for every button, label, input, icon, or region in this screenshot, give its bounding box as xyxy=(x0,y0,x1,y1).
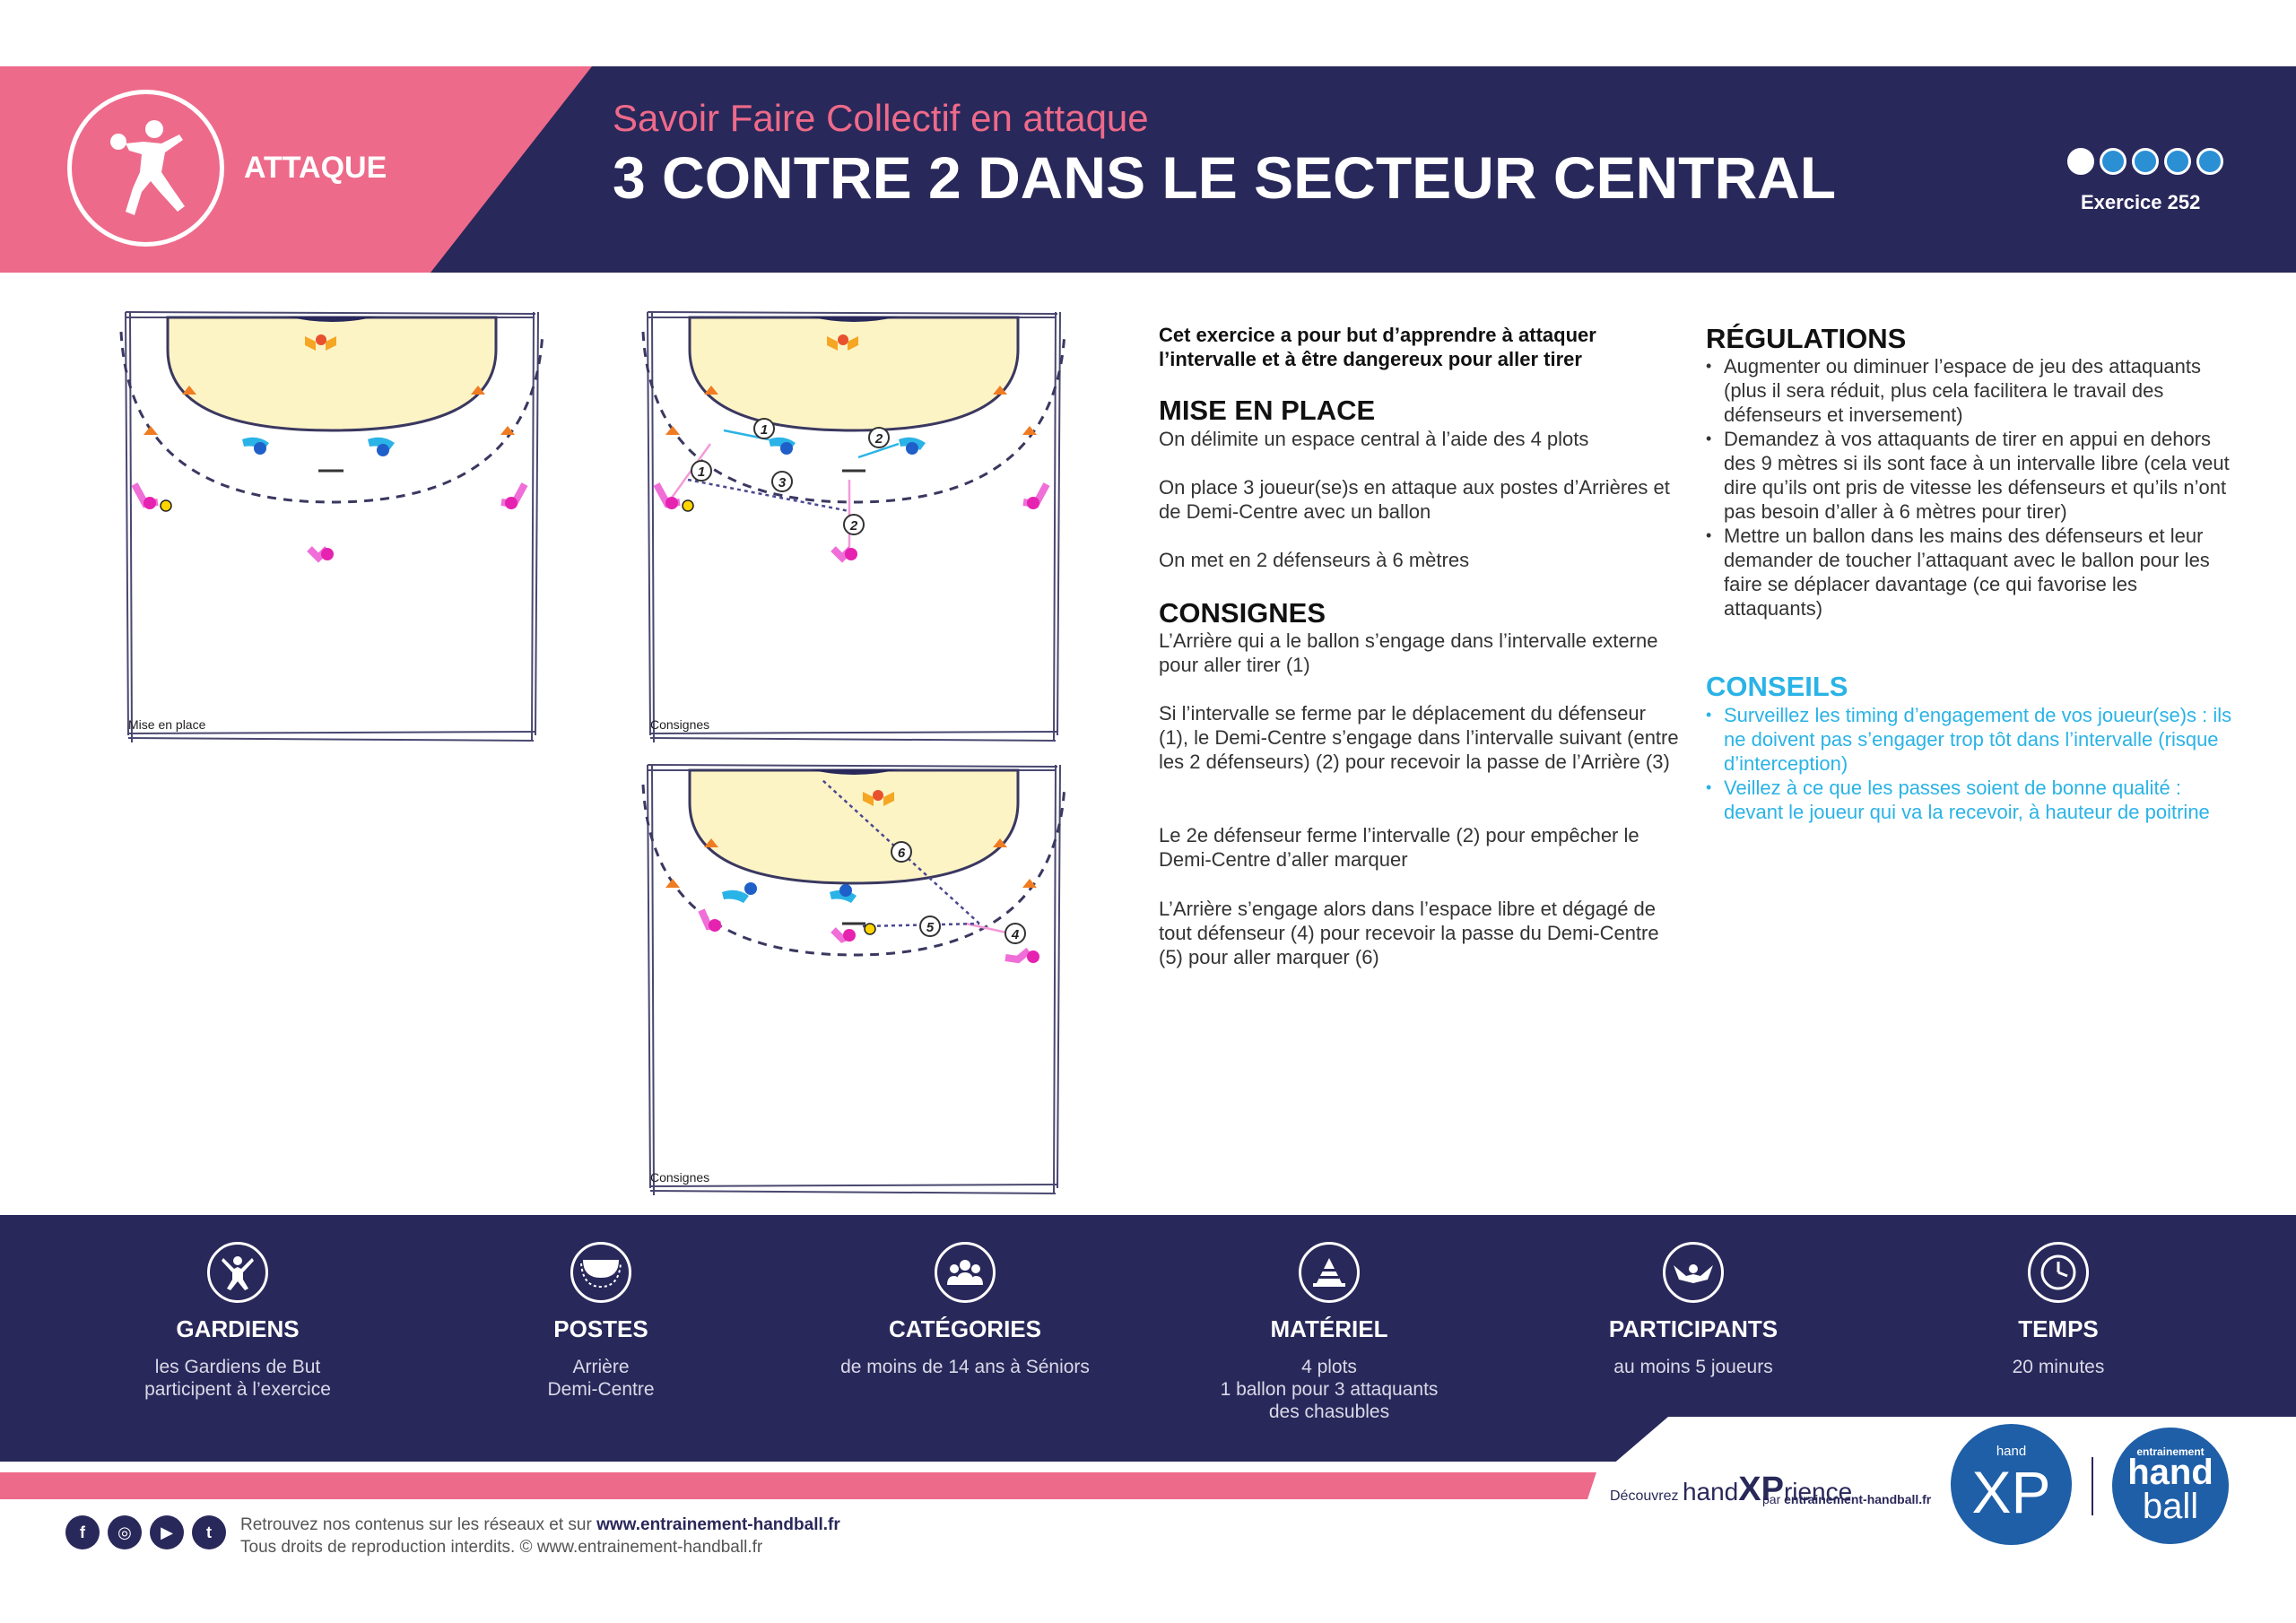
step-number: 2 xyxy=(849,518,858,534)
info-value: Arrière Demi-Centre xyxy=(547,1357,655,1400)
discover-text: Découvrez xyxy=(1610,1488,1679,1504)
brand-site: entrainement-handball.fr xyxy=(1784,1492,1932,1506)
exercise-number: Exercice 252 xyxy=(2081,191,2201,213)
entrainement-handball-logo[interactable]: entrainement hand ball xyxy=(2112,1428,2229,1544)
goalkeeper-icon xyxy=(207,1242,268,1303)
footer-copyright: Tous droits de reproduction interdits. ©… xyxy=(240,1538,763,1557)
step-number: 6 xyxy=(898,846,906,861)
difficulty-ball-icon xyxy=(2164,148,2191,175)
conseils-list: Surveillez les timing d’engagement de vo… xyxy=(1706,703,2235,824)
handball-player-icon xyxy=(67,90,224,247)
step-number: 2 xyxy=(874,431,883,447)
court-label: Consignes xyxy=(650,717,710,732)
facebook-icon[interactable]: f xyxy=(65,1515,100,1549)
difficulty-ball-icon xyxy=(2132,148,2159,175)
court-label: Mise en place xyxy=(128,717,206,732)
logo-xp-text: XP xyxy=(1971,1459,2051,1525)
players-icon xyxy=(1663,1242,1724,1303)
brand-hand: hand xyxy=(1682,1478,1739,1506)
info-value: les Gardiens de But participent à l’exer… xyxy=(144,1357,331,1400)
footer-social-prefix: Retrouvez nos contenus sur les réseaux e… xyxy=(240,1515,597,1534)
category-label: ATTAQUE xyxy=(244,151,387,185)
info-categories: CATÉGORIES de moins de 14 ans à Séniors xyxy=(813,1242,1118,1378)
info-title: TEMPS xyxy=(2018,1315,2099,1342)
consignes-item: L’Arrière s’engage alors dans l’espace l… xyxy=(1159,898,1659,968)
consignes-item: L’Arrière qui a le ballon s’engage dans … xyxy=(1159,629,1658,676)
conseils-title: CONSEILS xyxy=(1706,671,1848,702)
difficulty-ball-icon xyxy=(2067,148,2094,175)
logo-xp-small: hand xyxy=(1996,1444,2027,1459)
instagram-icon[interactable]: ◎ xyxy=(108,1515,142,1549)
page-subtitle: Savoir Faire Collectif en attaque xyxy=(613,97,1149,139)
positions-icon xyxy=(570,1242,631,1303)
mise-en-place-item: On place 3 joueur(se)s en attaque aux po… xyxy=(1159,476,1670,523)
info-positions: POSTES Arrière Demi-Centre xyxy=(448,1242,753,1401)
court-diagram-instructions: 1 1 2 3 2 xyxy=(641,311,1066,743)
info-value: 4 plots 1 ballon pour 3 attaquants des c… xyxy=(1220,1357,1439,1422)
brand-rience: rience xyxy=(1783,1478,1853,1506)
youtube-icon[interactable]: ▶ xyxy=(150,1515,184,1549)
step-number: 4 xyxy=(1011,927,1020,942)
info-material: MATÉRIEL 4 plots 1 ballon pour 3 attaqua… xyxy=(1177,1242,1482,1423)
mise-en-place-item: On met en 2 défenseurs à 6 mètres xyxy=(1159,549,1470,571)
regulations-list: Augmenter ou diminuer l’espace de jeu de… xyxy=(1706,354,2235,621)
regulations-title: RÉGULATIONS xyxy=(1706,323,1907,354)
top-margin xyxy=(0,0,2296,66)
step-number: 5 xyxy=(926,920,935,935)
footer-pink-strip xyxy=(0,1472,1596,1499)
regulation-item: Demandez à vos attaquants de tirer en ap… xyxy=(1706,427,2235,524)
brand-byline: par entrainement-handball.fr xyxy=(1762,1492,1931,1506)
group-icon xyxy=(935,1242,996,1303)
regulation-item: Augmenter ou diminuer l’espace de jeu de… xyxy=(1706,354,2235,427)
brand-xp: XP xyxy=(1738,1471,1784,1508)
consignes-item: Si l’intervalle se ferme par le déplacem… xyxy=(1159,702,1679,773)
consignes-title: CONSIGNES xyxy=(1159,597,1326,629)
footer-social-line: Retrouvez nos contenus sur les réseaux e… xyxy=(240,1515,840,1535)
regulation-item: Mettre un ballon dans les mains des défe… xyxy=(1706,524,2235,621)
step-number: 1 xyxy=(698,464,705,480)
info-value: 20 minutes xyxy=(2012,1357,2105,1377)
court-diagram-setup xyxy=(119,311,544,743)
info-title: POSTES xyxy=(553,1315,648,1342)
handxprience-brand[interactable]: Découvrez handXPrience xyxy=(1610,1471,1852,1509)
footer-site-link[interactable]: www.entrainement-handball.fr xyxy=(596,1515,840,1534)
mise-en-place-item: On délimite un espace central à l’aide d… xyxy=(1159,428,1589,450)
info-title: CATÉGORIES xyxy=(889,1315,1041,1342)
mise-en-place-title: MISE EN PLACE xyxy=(1159,395,1376,426)
cone-icon xyxy=(1299,1242,1360,1303)
consignes-item: Le 2e défenseur ferme l’intervalle (2) p… xyxy=(1159,824,1639,871)
difficulty-rating xyxy=(2067,148,2223,175)
intro-text: Cet exercice a pour but d’apprendre à at… xyxy=(1159,324,1596,370)
step-number: 3 xyxy=(778,475,787,490)
info-value: de moins de 14 ans à Séniors xyxy=(840,1357,1090,1377)
logo-hb-small: entrainement xyxy=(2136,1445,2205,1458)
info-time: TEMPS 20 minutes xyxy=(1906,1242,2211,1378)
conseil-item: Surveillez les timing d’engagement de vo… xyxy=(1706,703,2235,776)
page-title: 3 CONTRE 2 DANS LE SECTEUR CENTRAL xyxy=(613,144,1837,211)
logo-hb-hand: hand xyxy=(2127,1453,2213,1492)
info-title: GARDIENS xyxy=(176,1315,300,1342)
court-label: Consignes xyxy=(650,1170,710,1185)
logo-divider xyxy=(2092,1457,2093,1515)
info-participants: PARTICIPANTS au moins 5 joueurs xyxy=(1541,1242,1846,1378)
difficulty-ball-icon xyxy=(2100,148,2126,175)
info-value: au moins 5 joueurs xyxy=(1613,1357,1773,1377)
handxp-logo[interactable]: hand XP xyxy=(1951,1424,2072,1545)
info-title: MATÉRIEL xyxy=(1270,1315,1388,1342)
info-goalkeepers: GARDIENS les Gardiens de But participent… xyxy=(85,1242,390,1401)
court-diagram-instructions-2: 6 5 4 xyxy=(641,764,1066,1196)
info-title: PARTICIPANTS xyxy=(1608,1315,1779,1342)
twitter-icon[interactable]: t xyxy=(192,1515,226,1549)
clock-icon xyxy=(2028,1242,2089,1303)
brand-par: par xyxy=(1762,1492,1781,1506)
step-number: 1 xyxy=(761,422,768,438)
difficulty-ball-icon xyxy=(2196,148,2223,175)
conseil-item: Veillez à ce que les passes soient de bo… xyxy=(1706,776,2235,824)
logo-hb-ball: ball xyxy=(2142,1487,2199,1526)
